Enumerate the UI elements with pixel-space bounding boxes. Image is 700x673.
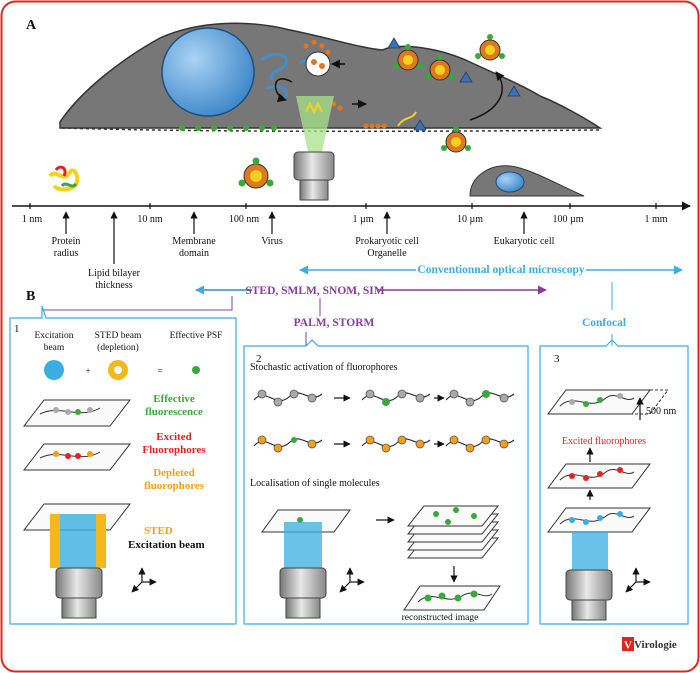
box1-number: 1: [14, 323, 20, 335]
conventional-label: Conventionnal optical microscopy: [417, 264, 584, 276]
tick-10nm: 10 nm: [137, 214, 163, 225]
excitation-beam-2: beam: [44, 343, 65, 353]
stochastic-label: Stochastic activation of fluorophores: [250, 362, 398, 373]
protein-glyph: [48, 165, 80, 192]
label-prokaryotic-1: Prokaryotic cell: [355, 236, 419, 247]
cell-nucleus: [161, 27, 255, 117]
box2-imaging: [261, 505, 501, 619]
receptors: [387, 37, 521, 131]
objective-a: [293, 151, 335, 201]
box2-number: 2: [256, 353, 262, 365]
sted-beam-2: (depletion): [97, 342, 139, 353]
reconstructed-label: reconstructed image: [402, 613, 479, 623]
tick-1nm: 1 nm: [22, 214, 43, 225]
panel-a-letter: A: [26, 18, 37, 33]
sted-beam-1: STED beam: [95, 331, 142, 341]
membrane-markers: [179, 125, 277, 131]
scale-tick-labels: 1 nm 10 nm 100 nm 1 µm 10 µm 100 µm 1 mm: [22, 214, 668, 225]
tick-1um: 1 µm: [352, 214, 373, 225]
label-virus: Virus: [261, 236, 283, 247]
tick-100nm: 100 nm: [229, 214, 260, 225]
excitation-label: Excitation beam: [128, 539, 205, 551]
label-lipid-1: Lipid bilayer: [88, 268, 141, 279]
panel-b-letter: B: [26, 289, 35, 304]
depleted-fluorophores-1: Depleted: [153, 467, 195, 479]
label-membrane-2: domain: [179, 248, 209, 259]
label-protein-2: radius: [54, 248, 79, 259]
effective-psf: Effective PSF: [170, 330, 223, 341]
light-cone: [296, 96, 334, 152]
stochastic-rows: [253, 389, 515, 453]
box3-number: 3: [554, 353, 560, 365]
exit-arrow: [469, 71, 505, 121]
sted-group-label: STED, SMLM, SNOM, SIM: [245, 285, 384, 297]
excited-fluorophores-1: Excited: [156, 431, 191, 443]
logo-text: Virologie: [634, 639, 677, 651]
label-lipid-2: thickness: [95, 280, 132, 291]
box-1: [9, 305, 237, 625]
excitation-beam-1: Excitation: [34, 331, 73, 341]
equals-sign: =: [157, 367, 162, 377]
tick-1mm: 1 mm: [644, 214, 667, 225]
excitation-spot: [44, 360, 64, 380]
box3-excited-label: Excited fluorophores: [562, 436, 646, 447]
box-2: [243, 339, 529, 625]
sted-label: STED: [144, 525, 173, 537]
box1-planes: [22, 399, 132, 531]
label-eukaryotic: Eukaryotic cell: [494, 236, 555, 247]
effective-spot: [192, 366, 200, 374]
box3-planes: [547, 389, 669, 621]
effective-fluorescence-2: fluorescence: [145, 406, 203, 418]
small-cell: [469, 165, 585, 197]
palm-storm-label: PALM, STORM: [294, 317, 375, 329]
plus-sign: +: [85, 367, 90, 377]
objective-b1: [55, 567, 103, 619]
excited-fluorophores-2: Fluorophores: [142, 444, 206, 456]
effective-fluorescence-1: Effective: [153, 393, 195, 405]
label-protein-1: Protein: [52, 236, 81, 247]
virologie-logo: V Virologie: [622, 637, 677, 652]
tick-100um: 100 µm: [552, 214, 583, 225]
tick-10um: 10 µm: [457, 214, 483, 225]
cell-base-dashed: [61, 127, 601, 133]
depleted-fluorophores-2: fluorophores: [144, 480, 205, 492]
localisation-label: Localisation of single molecules: [250, 478, 380, 489]
endocytosis-arrow: [274, 78, 293, 103]
label-prokaryotic-2: Organelle: [367, 248, 407, 259]
label-membrane-1: Membrane: [172, 236, 216, 247]
virus-particles: [238, 34, 505, 189]
confocal-label: Confocal: [582, 317, 626, 329]
endosome: [305, 51, 331, 77]
logo-initial: V: [624, 640, 632, 652]
box-3: [539, 339, 689, 625]
nm500-label: 500 nm: [646, 406, 677, 417]
